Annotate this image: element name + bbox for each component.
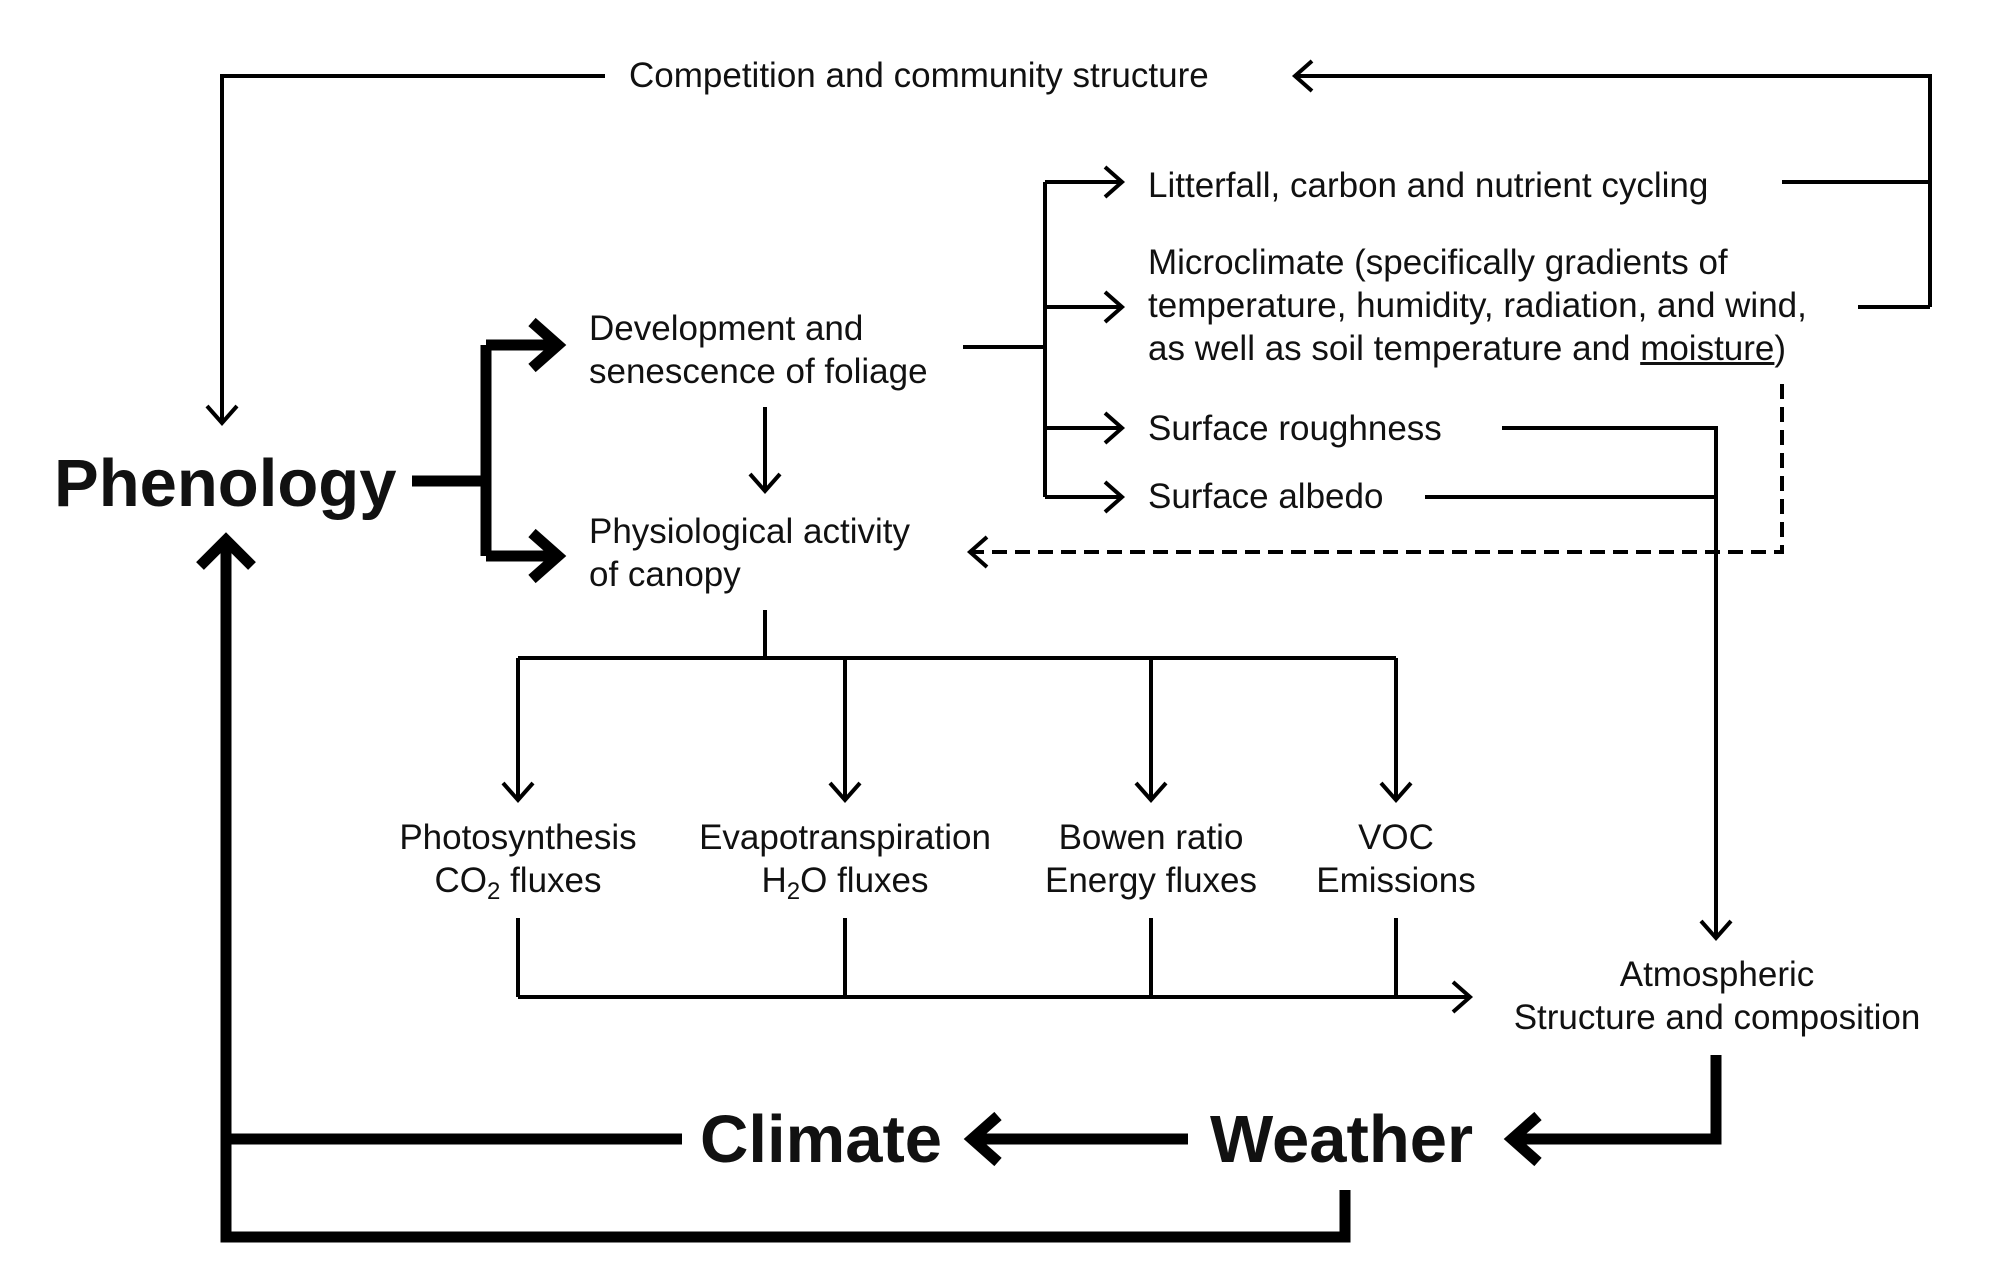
microclimate-line3-close: ) xyxy=(1774,329,1787,368)
arrowhead-competition-to-phenology xyxy=(205,404,239,427)
node-voc-line1: VOC xyxy=(1358,818,1434,857)
arrowhead-development-to-physiological xyxy=(748,472,782,495)
microclimate-moisture-underlined: moisture xyxy=(1640,329,1775,368)
node-weather: Weather xyxy=(1210,1102,1474,1177)
node-atmospheric-line1: Atmospheric xyxy=(1619,955,1815,994)
h2o-subscript: 2 xyxy=(786,878,801,905)
co2-fluxes-text: fluxes xyxy=(500,861,602,900)
node-voc-line2: Emissions xyxy=(1316,861,1476,900)
node-physiological-line1: Physiological activity xyxy=(589,512,910,551)
node-evapotranspiration-line2: H2O fluxes xyxy=(680,859,1010,905)
node-photosynthesis: Photosynthesis CO2 fluxes xyxy=(378,816,658,905)
h2o-fluxes-text: O fluxes xyxy=(800,861,929,900)
microclimate-line3-text: as well as soil temperature and xyxy=(1148,329,1641,368)
node-photosynthesis-line1: Photosynthesis xyxy=(399,818,637,857)
arrowhead-flux-to-atmospheric xyxy=(1451,980,1474,1014)
node-climate: Climate xyxy=(700,1102,943,1177)
node-bowen: Bowen ratio Energy fluxes xyxy=(1021,816,1281,902)
arrowhead-bowen xyxy=(1134,781,1168,804)
arrowhead-photosynthesis xyxy=(501,781,535,804)
arrowhead-climate xyxy=(963,1111,1002,1167)
arrowhead-litterfall xyxy=(1103,165,1126,199)
node-evapotranspiration: Evapotranspiration H2O fluxes xyxy=(680,816,1010,905)
node-microclimate-line3: as well as soil temperature and moisture… xyxy=(1148,327,1807,370)
arrowhead-moisture-feedback xyxy=(966,535,989,569)
node-development-line2: senescence of foliage xyxy=(589,352,928,391)
arrowhead-microclimate xyxy=(1103,290,1126,324)
node-voc: VOC Emissions xyxy=(1296,816,1496,902)
connector-roughness-to-atmospheric xyxy=(1502,426,1718,938)
connector-atmospheric-to-weather xyxy=(1512,1055,1722,1145)
node-photosynthesis-line2: CO2 fluxes xyxy=(378,859,658,905)
node-roughness: Surface roughness xyxy=(1148,409,1442,448)
connector-right-feedback-line xyxy=(1295,74,1932,307)
node-microclimate: Microclimate (specifically gradients of … xyxy=(1148,241,1807,370)
node-bowen-line1: Bowen ratio xyxy=(1058,818,1244,857)
arrowhead-evapotranspiration xyxy=(828,781,862,804)
arrowhead-physiological xyxy=(528,528,567,584)
arrowhead-phenology xyxy=(196,532,256,570)
arrowhead-voc xyxy=(1379,781,1413,804)
node-albedo: Surface albedo xyxy=(1148,477,1384,516)
node-development-line1: Development and xyxy=(589,309,864,348)
arrowhead-development xyxy=(528,317,567,373)
node-litterfall: Litterfall, carbon and nutrient cycling xyxy=(1148,166,1709,205)
arrowhead-atmospheric xyxy=(1699,919,1733,942)
node-competition: Competition and community structure xyxy=(629,56,1209,95)
arrowhead-albedo xyxy=(1103,480,1126,514)
node-atmospheric: Atmospheric Structure and composition xyxy=(1482,953,1952,1039)
node-physiological: Physiological activity of canopy xyxy=(589,510,910,596)
h2o-text: H xyxy=(761,861,787,900)
node-microclimate-line1: Microclimate (specifically gradients of xyxy=(1148,243,1728,282)
co2-subscript: 2 xyxy=(486,878,501,905)
node-evapotranspiration-line1: Evapotranspiration xyxy=(699,818,991,857)
node-atmospheric-line2: Structure and composition xyxy=(1513,998,1921,1037)
node-bowen-line2: Energy fluxes xyxy=(1044,861,1258,900)
node-development: Development and senescence of foliage xyxy=(589,307,928,393)
arrowhead-weather xyxy=(1503,1111,1542,1167)
connector-weather-to-phenology xyxy=(220,540,1351,1243)
connector-competition-to-phenology xyxy=(220,74,605,423)
node-microclimate-line2: temperature, humidity, radiation, and wi… xyxy=(1148,286,1807,325)
connector-moisture-feedback xyxy=(970,384,1784,554)
arrowhead-roughness xyxy=(1103,411,1126,445)
node-phenology: Phenology xyxy=(54,446,397,521)
node-physiological-line2: of canopy xyxy=(589,555,741,594)
arrowhead-into-competition xyxy=(1291,59,1314,93)
co2-text: CO xyxy=(434,861,487,900)
